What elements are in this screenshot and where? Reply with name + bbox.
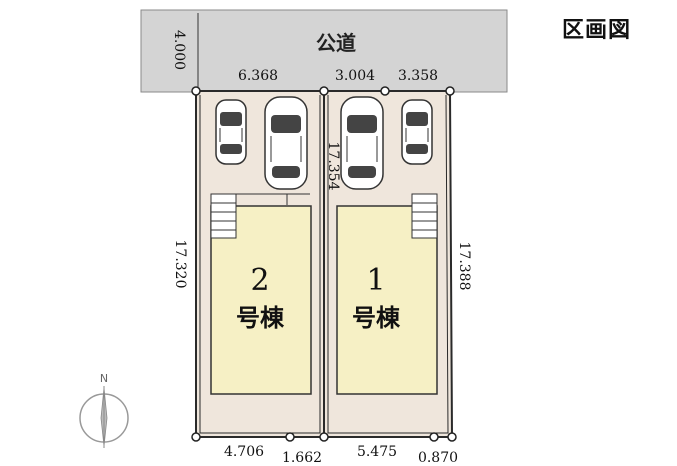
lot-2-rear-a: 4.706 — [224, 444, 264, 460]
road-label: 公道 — [316, 31, 356, 55]
lot-1-rear-a: 5.475 — [357, 444, 397, 460]
lot-1-frontage-a: 3.004 — [335, 68, 375, 84]
lot-2-inner-line — [199, 95, 321, 434]
lot-1-frontage-b: 3.358 — [398, 68, 438, 84]
building-1-number: 1 — [366, 263, 385, 298]
lot-1-inner-line — [327, 94, 449, 434]
building-1-name: 号棟 — [352, 304, 401, 332]
lot-1-right-depth: 17.388 — [456, 242, 472, 291]
car-icon — [401, 99, 433, 165]
lot-2-rear-b: 1.662 — [282, 450, 322, 466]
car-icon — [215, 99, 247, 165]
lot-2-left-depth: 17.320 — [172, 240, 188, 289]
building-2-number: 2 — [250, 263, 269, 298]
building-2-name: 号棟 — [236, 304, 285, 332]
boundary-markers — [191, 86, 457, 442]
road-width-dimension: 4.000 — [171, 30, 187, 70]
shared-boundary-depth: 17.354 — [325, 142, 341, 191]
building-1-steps — [411, 193, 438, 239]
north-label: N — [100, 372, 108, 385]
car-icon — [264, 96, 308, 190]
public-road — [140, 9, 508, 93]
building-2-steps — [210, 193, 237, 239]
north-compass-icon: N — [79, 372, 129, 448]
lot-1-rear-b: 0.870 — [418, 450, 458, 466]
lot-2-frontage: 6.368 — [238, 68, 278, 84]
car-icon — [340, 96, 384, 190]
page-title: 区画図 — [562, 18, 632, 43]
